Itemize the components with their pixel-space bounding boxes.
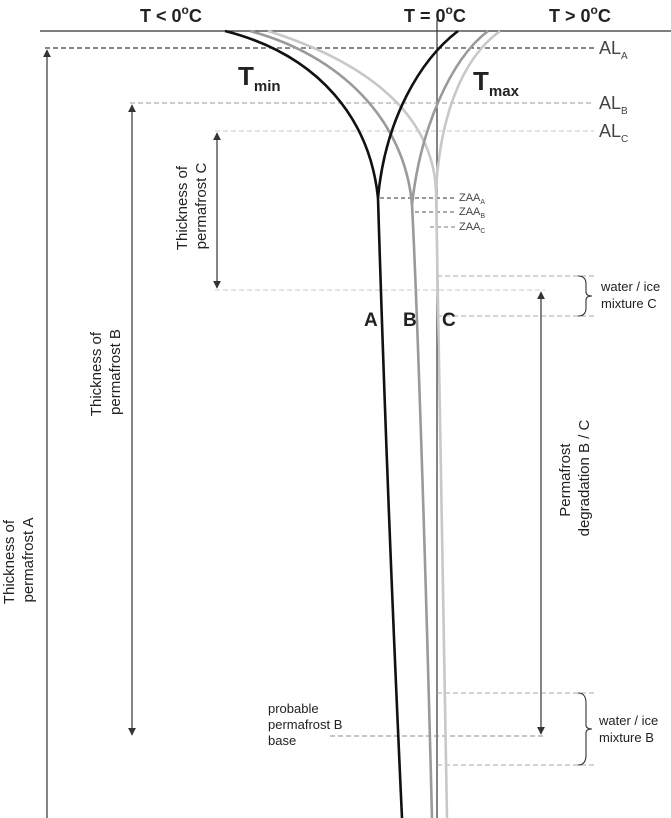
curve-b-tmax	[410, 29, 489, 206]
probable-base-label: probable permafrost B base	[268, 701, 346, 748]
water-ice-b-brace	[577, 692, 593, 766]
curve-a-label: A	[364, 310, 378, 331]
curve-a-tmin	[224, 29, 404, 818]
zaa-a-label: ZAAA	[459, 192, 485, 206]
curve-c-label: C	[442, 310, 456, 331]
curve-a-tmax	[376, 29, 459, 199]
zaa-c-label: ZAAC	[459, 221, 485, 235]
active-layer-c-label: ALC	[599, 121, 628, 145]
active-layer-a-label: ALA	[599, 38, 628, 62]
thickness-a-label: Thickness of permafrost A	[1, 516, 37, 604]
active-layer-b-label: ALB	[599, 93, 628, 117]
tmin-label: Tmin	[238, 61, 281, 95]
header-t-below-zero: T < 0oC	[140, 3, 202, 26]
tmax-label: Tmax	[473, 66, 520, 100]
header-t-equal-zero: T = 0oC	[404, 3, 466, 26]
water-ice-c-label: water / ice mixture C	[600, 279, 664, 311]
curve-c-tmax	[434, 29, 501, 191]
header-t-above-zero: T > 0oC	[549, 3, 611, 26]
curve-b-label: B	[403, 310, 417, 331]
curve-c-tmin	[267, 29, 449, 818]
thickness-c-label: Thickness of permafrost C	[174, 162, 210, 250]
degradation-label: Permafrost degradation B / C	[557, 419, 593, 536]
thickness-b-label: Thickness of permafrost B	[88, 328, 124, 416]
zaa-b-label: ZAAB	[459, 206, 485, 220]
water-ice-c-brace	[577, 275, 593, 317]
water-ice-b-label: water / ice mixture B	[598, 713, 662, 745]
curve-b-tmin	[249, 29, 434, 818]
